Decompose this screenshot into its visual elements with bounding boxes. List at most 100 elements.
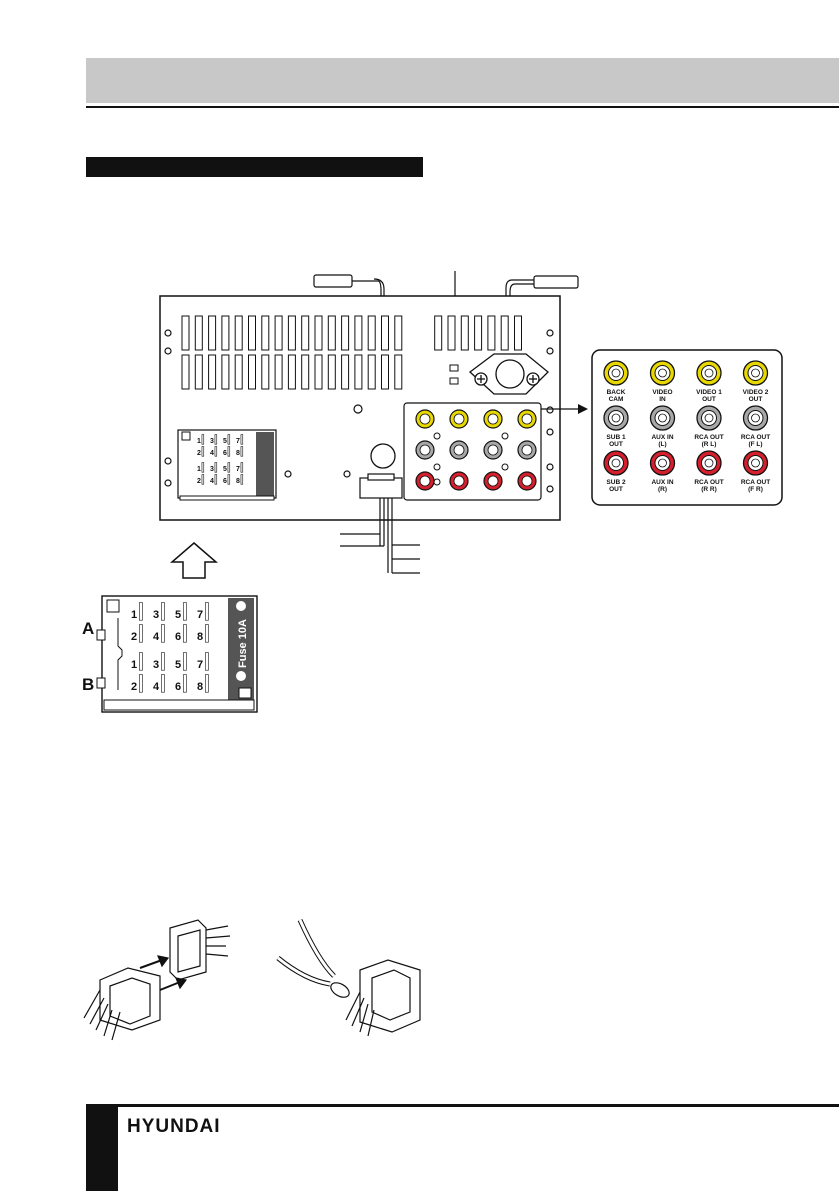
- rca-label-line1: AUX IN: [651, 479, 673, 486]
- vent-slot: [514, 315, 522, 351]
- rca-label-line1: RCA OUT: [741, 434, 770, 441]
- pin-number: 4: [210, 450, 214, 457]
- vent-slot: [194, 315, 203, 351]
- vent-slot: [208, 315, 217, 351]
- rca-label-line1: RCA OUT: [694, 434, 723, 441]
- rca-label-line2: OUT: [609, 441, 623, 448]
- mini-connector: [340, 473, 420, 574]
- vent-slot: [194, 354, 203, 390]
- pin-number: 7: [197, 659, 203, 671]
- vent-slot: [381, 315, 389, 351]
- pin-number: 6: [223, 450, 227, 457]
- rca-label-line2: OUT: [609, 486, 623, 493]
- rca-label-line1: SUB 2: [606, 479, 626, 486]
- header-rule: [86, 106, 839, 108]
- vent-slot: [234, 315, 243, 351]
- pin-number: 3: [153, 659, 159, 671]
- rca-label-line1: VIDEO: [652, 389, 672, 396]
- pliers-illustration: [276, 918, 421, 1037]
- vent-slot: [221, 354, 230, 390]
- rca-label-line2: (R): [658, 486, 667, 493]
- vent-slot: [434, 315, 443, 351]
- vent-slot: [394, 315, 403, 351]
- pin-number: 3: [210, 438, 214, 445]
- vent-slot: [394, 354, 403, 390]
- vent-slot: [274, 354, 283, 390]
- vent-slot: [301, 354, 310, 390]
- pin-number: 6: [223, 478, 227, 485]
- rca-panel-zoomed: [591, 349, 783, 506]
- connector-label-a: A: [82, 619, 94, 638]
- pin-number: 1: [197, 438, 201, 445]
- vent-slot: [261, 354, 270, 390]
- pin-number: 2: [197, 450, 201, 457]
- pin-number: 2: [131, 631, 137, 643]
- rca-label-line1: VIDEO 2: [743, 389, 769, 396]
- pin-number: 2: [131, 681, 137, 693]
- connector-label-b: B: [82, 675, 94, 694]
- connector-insert-illustration: [83, 919, 231, 1041]
- vent-slot: [248, 354, 256, 390]
- rca-label-line2: OUT: [749, 396, 763, 403]
- vent-slot: [367, 315, 376, 351]
- vent-slot: [287, 315, 296, 351]
- pin-number: 1: [197, 466, 201, 473]
- pin-number: 4: [153, 681, 160, 693]
- vent-slot: [314, 354, 323, 390]
- rca-label-line2: OUT: [702, 396, 716, 403]
- fuse-label: Fuse 10A: [237, 619, 249, 668]
- vent-slot: [341, 315, 350, 351]
- pin-number: 7: [197, 609, 203, 621]
- pin-number: 6: [175, 681, 181, 693]
- rca-label-line1: SUB 1: [606, 434, 626, 441]
- pin-number: 3: [210, 466, 214, 473]
- pin-number: 2: [197, 478, 201, 485]
- vent-slot: [354, 354, 363, 390]
- rca-label-line2: (R R): [701, 486, 717, 493]
- vent-slot: [341, 354, 350, 390]
- rca-mini-panel: [403, 402, 542, 501]
- vent-slot: [327, 354, 336, 390]
- rca-label-line1: BACK: [607, 389, 626, 396]
- rca-label-line2: (L): [658, 441, 666, 448]
- vent-slot: [500, 315, 509, 351]
- footer-rule: [86, 1104, 839, 1107]
- pin-number: 7: [236, 438, 240, 445]
- rca-label-line1: VIDEO 1: [696, 389, 722, 396]
- pin-number: 7: [236, 466, 240, 473]
- vent-slot: [181, 354, 190, 390]
- vent-slot: [314, 315, 323, 351]
- vent-slot: [367, 354, 376, 390]
- rca-label-line2: (F R): [748, 486, 763, 493]
- pin-number: 6: [175, 631, 181, 643]
- rca-label-line1: AUX IN: [651, 434, 673, 441]
- rca-label-line2: IN: [659, 396, 666, 403]
- rca-label-line1: RCA OUT: [741, 479, 770, 486]
- pin-number: 5: [223, 438, 227, 445]
- pin-number: 8: [236, 478, 240, 485]
- vent-slot: [274, 315, 283, 351]
- vent-slot: [261, 315, 270, 351]
- vent-slot: [287, 354, 296, 390]
- pin-number: 8: [197, 681, 203, 693]
- vent-slot: [181, 315, 190, 351]
- vent-slot: [474, 315, 483, 351]
- vent-slot: [447, 315, 456, 351]
- vent-slot: [487, 315, 496, 351]
- pin-number: 5: [223, 466, 227, 473]
- vent-slot: [221, 315, 230, 351]
- pin-number: 5: [175, 609, 181, 621]
- rca-label-line2: (R L): [702, 441, 717, 448]
- rca-label-line2: CAM: [609, 396, 624, 403]
- brand-logo: HYUNDAI: [127, 1116, 221, 1137]
- vent-slot: [327, 315, 336, 351]
- pin-number: 4: [153, 631, 160, 643]
- up-arrow: [169, 542, 219, 579]
- pin-number: 8: [236, 450, 240, 457]
- ventilation-slots: [181, 315, 522, 390]
- vent-slot: [248, 315, 256, 351]
- vent-slot: [234, 354, 243, 390]
- rca-label-line1: RCA OUT: [694, 479, 723, 486]
